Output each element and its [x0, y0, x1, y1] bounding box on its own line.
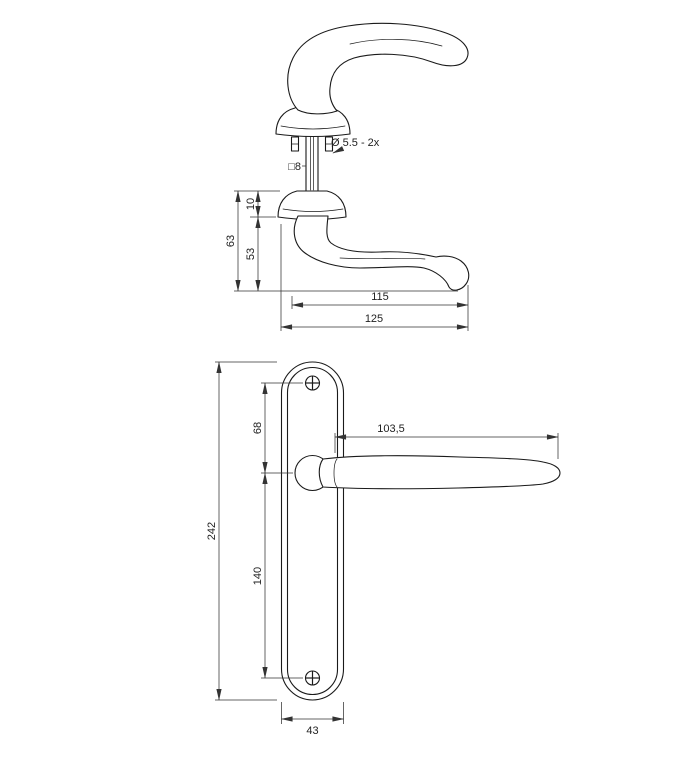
dim-label-103-5: 103,5	[377, 423, 405, 435]
lever-top-view-outline	[287, 22, 469, 115]
dim-label-125: 125	[365, 313, 383, 325]
dim-label-68: 68	[252, 422, 264, 434]
backplate	[280, 361, 345, 701]
screw-top	[304, 375, 321, 391]
lever-side-view	[293, 215, 470, 291]
dim-label-spindle-square: □8	[288, 161, 301, 173]
side-view-dimensions: Ø 5.5 - 2x □8 63 10 53 115	[225, 137, 469, 331]
lever-top-view-contour	[349, 39, 443, 47]
lever-front-outline	[318, 455, 561, 490]
dim-label-242: 242	[206, 522, 218, 540]
backplate-inner	[286, 366, 339, 696]
dim-label-screw-holes: Ø 5.5 - 2x	[331, 137, 380, 149]
dim-label-53: 53	[245, 248, 257, 260]
square-spindle	[305, 129, 319, 195]
screw-top-head	[304, 375, 321, 391]
spindle-assembly	[290, 129, 334, 195]
front-view-dimensions: 242 68 140 103,5 43	[206, 361, 559, 737]
rose-lower-base-line	[282, 208, 344, 212]
lever-top-view	[287, 22, 469, 115]
dim-label-10: 10	[245, 198, 257, 210]
screw-bottom-head	[304, 670, 321, 686]
side-view: Ø 5.5 - 2x □8 63 10 53 115	[225, 22, 470, 331]
rose-lower	[277, 190, 347, 221]
screw-bottom	[304, 670, 321, 686]
lever-side-view-contour	[339, 257, 426, 260]
dim-label-63: 63	[225, 235, 237, 247]
dim-label-140: 140	[252, 567, 264, 585]
rose-lower-outline	[277, 190, 347, 221]
dim-label-43: 43	[306, 725, 318, 737]
lever-side-view-outline	[293, 215, 470, 291]
lever-front-view	[294, 454, 561, 492]
leader-line	[332, 146, 345, 154]
lever-collar-line	[333, 458, 338, 488]
front-view: 242 68 140 103,5 43	[206, 361, 561, 737]
dim-label-115: 115	[371, 291, 389, 303]
backplate-outer	[280, 361, 345, 701]
rose-upper-base-line	[280, 125, 346, 130]
